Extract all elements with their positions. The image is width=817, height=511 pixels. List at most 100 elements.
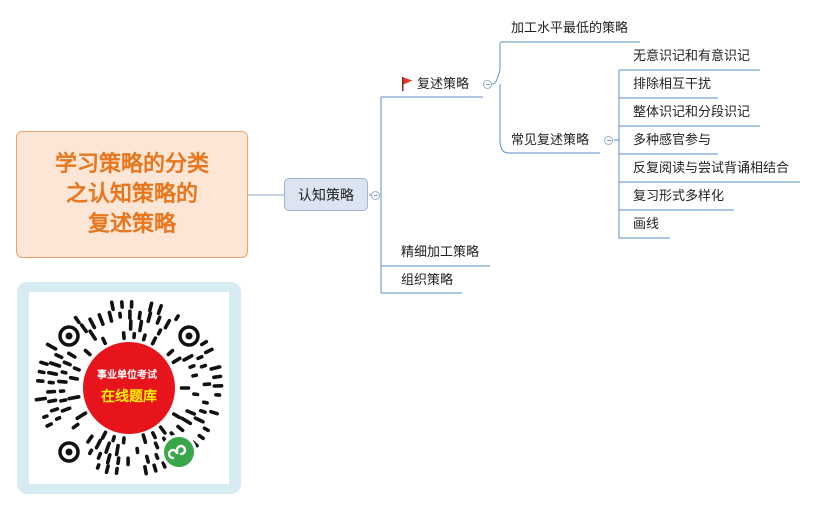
qr-dash (198, 408, 207, 414)
mini-program-icon (161, 434, 197, 470)
qr-dash (42, 414, 49, 419)
qr-dash (197, 433, 205, 441)
qr-caption-2: 在线题库 (101, 389, 157, 405)
qr-dash (75, 411, 88, 421)
branch-organization[interactable]: 组织策略 (401, 273, 454, 288)
qr-dash (141, 333, 147, 342)
qr-dash (59, 398, 68, 403)
qr-pattern-icon (34, 300, 224, 476)
qr-dash (56, 379, 68, 384)
qr-dash (200, 339, 209, 347)
connector-rehearsal-children (491, 43, 509, 154)
qr-dash (47, 398, 58, 404)
qr-dash (180, 416, 193, 426)
qr-dash (163, 318, 172, 330)
qr-dash (39, 360, 49, 366)
qr-dash (54, 352, 64, 360)
qr-dash (199, 363, 208, 369)
red-flag-icon (402, 77, 413, 91)
qr-code-card[interactable]: 事业单位考试 在线题库 (17, 282, 241, 494)
qr-dash (137, 310, 142, 321)
qr-dash (114, 466, 119, 475)
qr-dash (152, 463, 158, 473)
qr-dash (71, 422, 80, 430)
qr-dash (94, 438, 103, 450)
qr-dash (154, 452, 160, 460)
qr-dash (88, 317, 97, 330)
qr-dash (156, 328, 163, 336)
qr-dash (121, 331, 126, 341)
common-item[interactable]: 多种感官参与 (633, 133, 712, 148)
qr-dash (107, 310, 114, 323)
rehearsal-child-lowest-level[interactable]: 加工水平最低的策略 (511, 21, 629, 36)
qr-dash (45, 422, 54, 428)
qr-dash (49, 407, 60, 413)
qr-dash (88, 329, 97, 341)
qr-dash (153, 441, 160, 450)
qr-dash (72, 366, 81, 372)
qr-dash (67, 395, 81, 401)
collapse-toggle-l1[interactable] (371, 191, 380, 200)
rehearsal-child-common[interactable]: 常见复述策略 (511, 133, 590, 148)
qr-dash (156, 304, 163, 316)
qr-dash (105, 453, 112, 465)
qr-dash (191, 373, 199, 378)
qr-dash (46, 370, 59, 376)
qr-dash (66, 351, 77, 359)
qr-dash (145, 454, 150, 464)
common-item[interactable]: 反复阅读与尝试背诵相结合 (633, 161, 790, 176)
qr-caption-1: 事业单位考试 (97, 370, 157, 381)
qr-dash (146, 311, 153, 324)
qr-dash (182, 353, 194, 362)
qr-dash (174, 314, 180, 322)
qr-dash (203, 347, 214, 355)
collapse-toggle-common[interactable] (604, 136, 613, 145)
qr-dash (96, 451, 103, 460)
qr-code: 事业单位考试 在线题库 (29, 292, 229, 484)
collapse-toggle-rehearsal[interactable] (483, 80, 492, 89)
qr-dash (104, 441, 111, 454)
qr-dash (68, 375, 80, 381)
qr-dash (114, 443, 120, 457)
qr-dash (138, 319, 144, 333)
node-cognitive-strategy[interactable]: 认知策略 (284, 178, 368, 211)
qr-dash (143, 465, 148, 476)
qr-dash (202, 400, 209, 405)
common-item[interactable]: 无意识记和有意识记 (633, 49, 751, 64)
qr-dash (104, 464, 110, 475)
qr-dash (151, 431, 157, 440)
qr-dash (172, 412, 182, 420)
qr-dash (188, 364, 196, 369)
qr-dash (60, 370, 68, 375)
qr-dash (193, 416, 205, 424)
qr-dash (87, 448, 94, 456)
qr-dash (202, 426, 210, 433)
qr-dash (111, 434, 116, 443)
common-item[interactable]: 排除相互干扰 (633, 77, 712, 92)
branch-elaboration[interactable]: 精细加工策略 (401, 245, 480, 260)
qr-center-badge (83, 342, 175, 434)
qr-dash (171, 356, 182, 365)
qr-dash (60, 406, 72, 413)
qr-dash (83, 348, 92, 357)
qr-dash (212, 374, 223, 380)
qr-dash (185, 409, 197, 416)
branch-rehearsal[interactable]: 复述策略 (417, 77, 470, 92)
qr-dash (150, 336, 158, 346)
qr-dash (37, 369, 46, 375)
qr-dash (86, 434, 94, 444)
qr-dash (158, 425, 167, 435)
qr-dash (34, 396, 48, 402)
qr-dash (95, 463, 101, 470)
common-item[interactable]: 整体识记和分段识记 (633, 105, 751, 120)
qr-dash (155, 315, 162, 325)
qr-finder-icon (58, 325, 200, 463)
root-title: 学习策略的分类 之认知策略的 复述策略 (54, 151, 209, 237)
root-node[interactable]: 学习策略的分类 之认知策略的 复述策略 (16, 131, 248, 258)
common-item[interactable]: 画线 (633, 217, 660, 232)
common-item[interactable]: 复习形式多样化 (633, 189, 725, 204)
qr-dash (196, 354, 204, 361)
qr-dash (100, 430, 108, 440)
qr-dash (73, 315, 81, 325)
